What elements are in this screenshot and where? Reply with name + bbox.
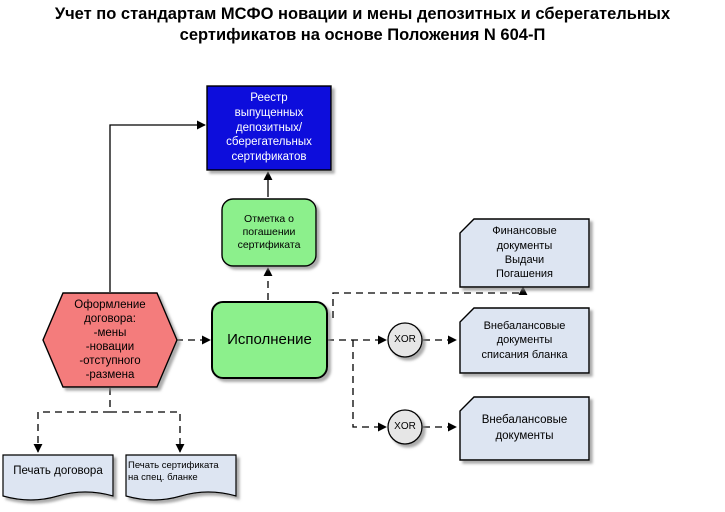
- offbalance-writeoff-shape: [459, 307, 590, 374]
- offbalance-writeoff-label: Внебалансовые документы списания бланка: [481, 320, 568, 361]
- offbalance-docs-label: Внебалансовые документы: [481, 413, 568, 442]
- offbalance-docs-shape: [459, 396, 590, 461]
- registry-box: [206, 85, 332, 171]
- contract-label: Оформление договора: -мены -новации -отс…: [74, 298, 146, 382]
- xor-2-label: XOR: [394, 420, 416, 432]
- connector-contract-to-prints: [33, 388, 111, 453]
- financial-docs-label: Финансовые документы Выдачи Погашения: [492, 225, 557, 281]
- redemption-mark-box: [221, 198, 317, 267]
- redemption-mark-label: Отметка о погашении сертификата: [237, 212, 301, 252]
- registry-label: Реестр выпущенных депозитных/ сберегател…: [226, 91, 312, 164]
- diagram-title-line-2: сертификатов на основе Положения N 604-П: [179, 26, 546, 44]
- connector-contract-to-registry: [109, 120, 206, 292]
- execution-box: [211, 301, 328, 379]
- xor-gate-2: [387, 409, 423, 445]
- print-certificate-shape: [125, 454, 237, 501]
- contract-hexagon: [42, 292, 178, 388]
- xor-1-label: XOR: [394, 333, 416, 345]
- print-certificate-label: Печать сертификата на спец. бланке: [128, 460, 219, 483]
- connector-execution-to-financial: [332, 286, 528, 318]
- print-contract-label: Печать договора: [13, 464, 103, 477]
- xor-gate-1: [387, 322, 423, 358]
- financial-docs-shape: [459, 218, 590, 288]
- diagram-title-line-1: Учет по стандартам МСФО новации и мены д…: [54, 5, 671, 23]
- execution-label: Исполнение: [227, 330, 312, 348]
- connector-execution-to-xor2: [352, 340, 387, 432]
- print-contract-shape: [2, 454, 114, 501]
- connector-contract-to-print-certificate: [110, 411, 185, 453]
